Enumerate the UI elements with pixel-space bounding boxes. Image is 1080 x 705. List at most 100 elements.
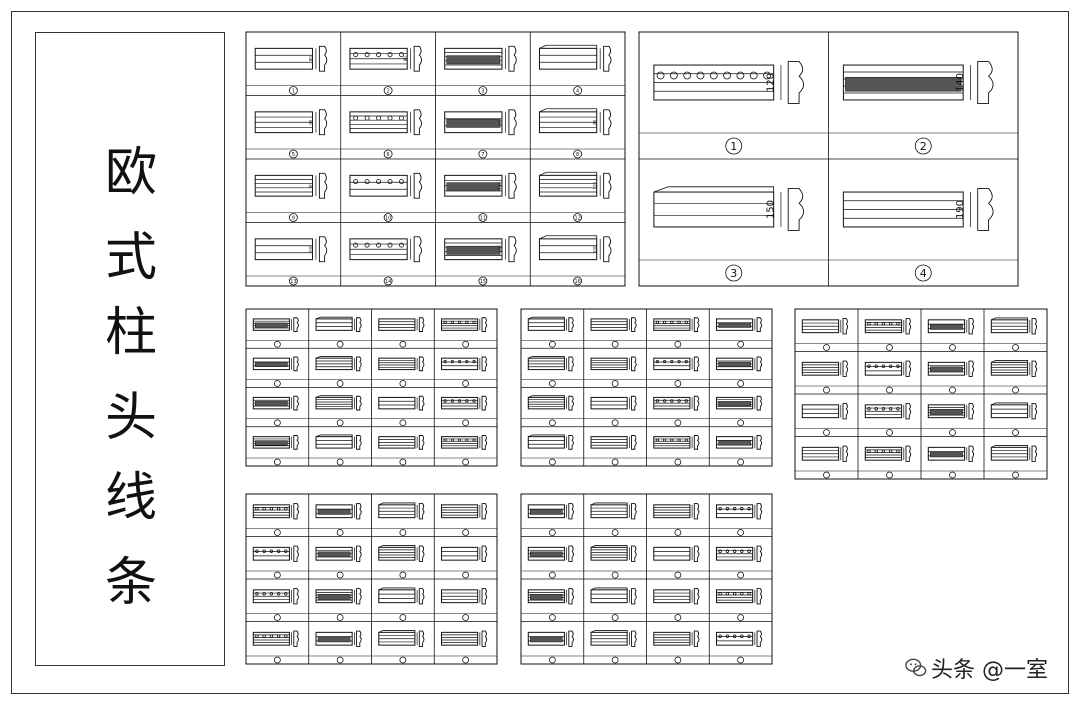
molding-cell — [246, 347, 309, 387]
bead-ornament — [376, 52, 382, 58]
profile-section — [756, 356, 763, 372]
bead-ornament — [387, 115, 393, 121]
item-number-badge — [886, 386, 893, 394]
title-panel: 欧 式 柱 头 线 条 — [35, 32, 225, 666]
profile-section — [508, 236, 517, 263]
carved-band — [930, 451, 963, 458]
carved-band — [930, 324, 963, 330]
dimension-value: 120 — [498, 181, 503, 189]
watermark-text: 头条 @一室 — [931, 658, 1048, 683]
bead-ornament — [684, 399, 688, 403]
profile-section — [293, 630, 299, 647]
molding-cell: 4 — [529, 32, 625, 96]
bead-ornament — [723, 71, 731, 80]
profile-section — [968, 318, 975, 335]
item-number-label: 6 — [387, 152, 390, 158]
molding-cell — [308, 578, 372, 622]
item-number-label: 4 — [920, 267, 927, 280]
molding-cell — [708, 387, 772, 427]
item-number-badge — [674, 419, 682, 427]
molding-cell — [583, 309, 647, 349]
bead-ornament — [663, 438, 667, 442]
cornice-top — [378, 630, 416, 633]
item-number-badge — [288, 276, 298, 286]
molding-cell — [646, 494, 710, 537]
bead-ornament — [376, 179, 382, 185]
item-number-badge — [573, 213, 583, 222]
profile-section — [693, 317, 700, 332]
profile-section — [603, 172, 612, 199]
molding-body — [254, 174, 313, 197]
molding-cell — [708, 347, 772, 388]
bead-ornament — [472, 320, 476, 324]
item-number-badge — [478, 276, 488, 286]
bead-ornament — [655, 359, 659, 364]
profile-section — [693, 545, 700, 562]
molding-cell — [983, 393, 1047, 437]
dimension-value: 100 — [498, 245, 503, 253]
item-number-badge — [737, 458, 745, 466]
molding-group-g — [520, 493, 773, 665]
bead-ornament — [443, 320, 447, 324]
carved-band — [446, 118, 501, 128]
profile-section — [293, 395, 299, 411]
cornice-top — [315, 316, 353, 320]
item-number-badge — [273, 380, 281, 387]
item-number-label: 11 — [480, 215, 486, 221]
molding-cell — [920, 436, 984, 479]
item-number-badge — [336, 656, 344, 664]
item-number-badge — [548, 614, 556, 621]
molding-cell — [646, 621, 710, 664]
bead-ornament — [677, 320, 681, 324]
molding-body — [349, 174, 408, 197]
item-number-badge — [674, 458, 682, 466]
bead-ornament — [262, 507, 266, 511]
item-number-label: 15 — [480, 279, 486, 285]
profile-section — [905, 360, 912, 377]
dimension-value: 90 — [308, 119, 313, 125]
molding-body — [441, 504, 479, 519]
bead-ornament — [450, 320, 454, 324]
molding-body — [349, 111, 408, 134]
molding-body — [653, 546, 691, 561]
item-number-badge — [336, 419, 344, 427]
molding-body — [842, 64, 964, 101]
bead-ornament — [670, 399, 674, 403]
profile-section — [318, 236, 328, 263]
bead-ornament — [740, 507, 744, 511]
profile-section — [693, 435, 700, 450]
bead-ornament — [725, 507, 730, 511]
profile-section — [631, 545, 637, 562]
bead-ornament — [881, 407, 886, 411]
item-number-label: 4 — [576, 88, 579, 94]
item-number-badge — [674, 340, 682, 348]
item-number-badge — [548, 340, 556, 348]
profile-section — [293, 503, 299, 520]
cornice-top — [539, 235, 598, 240]
item-number-badge — [288, 149, 298, 159]
molding-body — [801, 404, 840, 419]
bead-ornament — [740, 592, 744, 596]
molding-body — [527, 504, 565, 519]
item-number-badge — [273, 656, 281, 664]
bead-ornament — [718, 507, 722, 511]
bead-ornament — [255, 592, 259, 596]
bead-ornament — [465, 438, 469, 442]
profile-section — [293, 588, 299, 605]
bead-ornament — [709, 71, 718, 80]
molding-cell — [521, 503, 584, 536]
molding-cell — [433, 536, 497, 579]
item-number-badge — [336, 614, 344, 621]
molding-cell — [920, 351, 984, 394]
molding-cell — [646, 347, 710, 388]
profile-section — [418, 356, 425, 372]
carved-band — [530, 636, 563, 643]
molding-body — [590, 589, 628, 604]
profile-section — [603, 45, 612, 72]
molding-group-e — [794, 308, 1048, 480]
